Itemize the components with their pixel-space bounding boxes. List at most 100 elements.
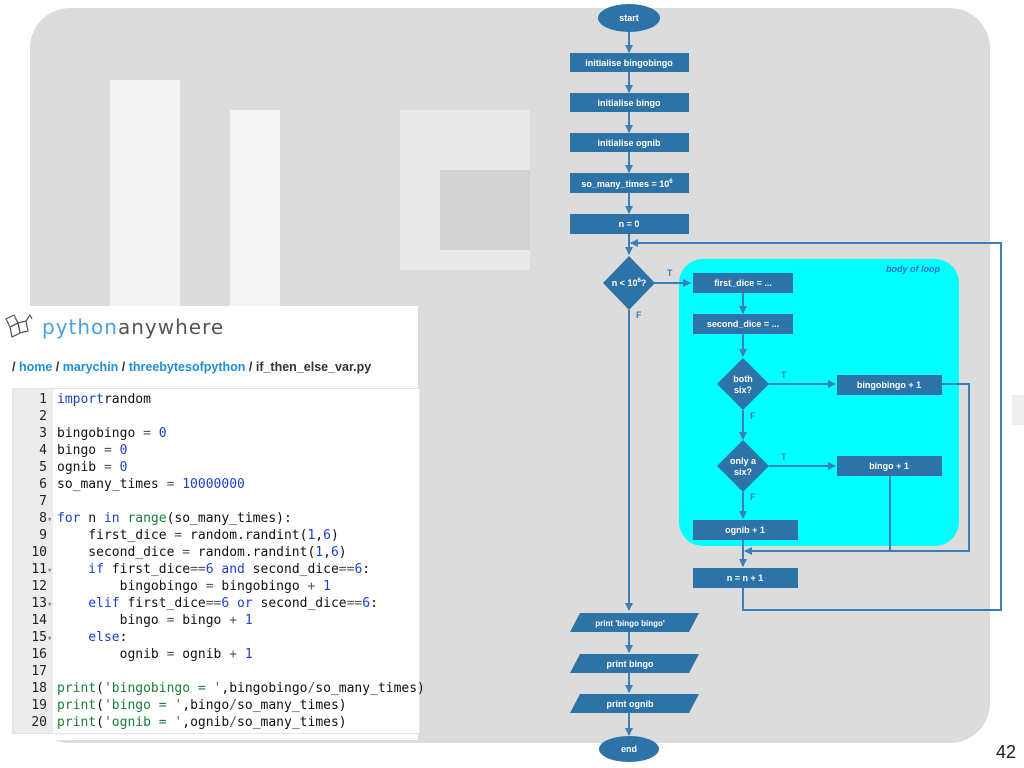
code-token: ( [96,715,104,730]
line-number: 8 [39,511,47,526]
code-token: in [103,511,120,526]
fold-toggle-icon[interactable]: ▾ [47,566,53,576]
fold-toggle-icon[interactable]: ▾ [47,634,53,644]
fold-toggle-icon[interactable]: ▾ [47,515,53,525]
init-bingo-label: initialise bingo [597,98,661,108]
code-text: print('ognib = ',ognib/so_many_times) [57,714,347,731]
logo-python: python [42,315,118,339]
breadcrumb-current-file: if_then_else_var.py [255,360,372,374]
code-token: + [307,579,316,594]
code-token: = [166,477,175,492]
init-bingobingo-label: initialise bingobingo [585,58,673,68]
code-token: = [205,579,214,594]
only-six-node [717,440,769,492]
code-text: for n in range(so_many_times): [57,510,292,527]
code-line: 15▾ else: [13,629,127,646]
code-token: / [229,698,238,713]
print-bingo-label: print bingo [607,659,654,669]
init-ognib-node [570,133,689,152]
breadcrumb-link[interactable]: threebytesofpython [128,360,246,374]
code-token: : [362,562,371,577]
code-token: first_dice [57,528,175,543]
code-token: 'bingobingo = ' [103,681,222,696]
print-bingobingo-label: print 'bingo bingo' [595,619,665,628]
line-gutter [13,389,53,733]
line-number: 2 [39,409,47,424]
true-label-only: T [781,452,787,462]
init-n-node [570,214,689,234]
code-text: ognib = 0 [57,459,127,476]
code-token: == [338,562,355,577]
code-line: 19 print('bingo = ',bingo/so_many_times) [13,697,347,714]
loop-body-label: body of loop [886,264,940,274]
code-token: 1 [237,647,253,662]
only-six-label-1: only a [730,456,757,466]
line-number: 16 [31,647,47,662]
cond-main-q: ? [641,278,647,288]
print-bingo-node [570,654,699,673]
second-dice-node [693,314,793,334]
ognib-inc-label: ognib + 1 [725,525,765,535]
code-token: bingo [57,443,104,458]
code-token: n [80,511,104,526]
code-token: first_dice [103,562,191,577]
code-token: second_dice [57,545,183,560]
code-line: 2 [13,408,57,425]
code-token: ) [330,528,339,543]
code-token: ,ognib [182,715,230,730]
code-text: importrandom [57,391,151,408]
fold-toggle-icon[interactable]: ▾ [47,600,53,610]
code-token: 6 [354,562,363,577]
code-token: ognib [57,460,104,475]
code-token: second_dice [252,596,347,611]
code-token: ognib [174,647,230,662]
edge-loop-back [630,239,1002,611]
code-text: print('bingo = ',bingo/so_many_times) [57,697,347,714]
line-number: 14 [31,613,47,628]
bingobingo-inc-label: bingobingo + 1 [857,380,921,390]
code-text: second_dice = random.randint(1,6) [57,544,346,561]
init-so-many-times-node [570,173,689,193]
code-text: bingobingo = bingobingo + 1 [57,578,331,595]
code-token: = [103,443,112,458]
first-dice-node [693,273,793,293]
code-line: 8▾ for n in range(so_many_times): [13,510,292,527]
code-text: if first_dice==6 and second_dice==6: [57,561,370,578]
line-number: 13 [31,596,47,611]
code-token: 0 [150,426,167,441]
code-text: print('bingobingo = ',bingobingo/so_many… [57,680,425,697]
code-token: + [229,613,238,628]
code-token: = [103,460,112,475]
code-token: bingo [57,613,167,628]
bingo-inc-node [837,456,942,476]
logo-anywhere: anywhere [117,315,225,339]
code-token: = [174,528,183,543]
true-label-main: T [667,268,673,278]
init-n-label: n = 0 [619,219,640,229]
pythonanywhere-logo: pythonanywhere [4,312,224,342]
code-token: 1 [237,613,253,628]
code-token: 1 [315,545,324,560]
code-token: 1 [315,579,331,594]
code-token: 6 [221,596,230,611]
cond-main-sup: 6 [637,278,641,284]
code-line: 14 bingo = bingo + 1 [13,612,253,629]
line-number: 17 [31,664,47,679]
breadcrumb-link[interactable]: marychin [62,360,119,374]
code-text: so_many_times = 10000000 [57,476,245,493]
code-token: so_many_times) [237,698,347,713]
bingo-inc-label: bingo + 1 [869,461,909,471]
line-number: 19 [31,698,47,713]
breadcrumb-link[interactable]: home [18,360,53,374]
code-text: bingo = bingo + 1 [57,612,253,629]
line-number: 4 [39,443,47,458]
code-token: == [205,596,222,611]
line-number: 7 [39,494,47,509]
code-token: , [323,545,331,560]
false-label-only: F [750,492,756,502]
